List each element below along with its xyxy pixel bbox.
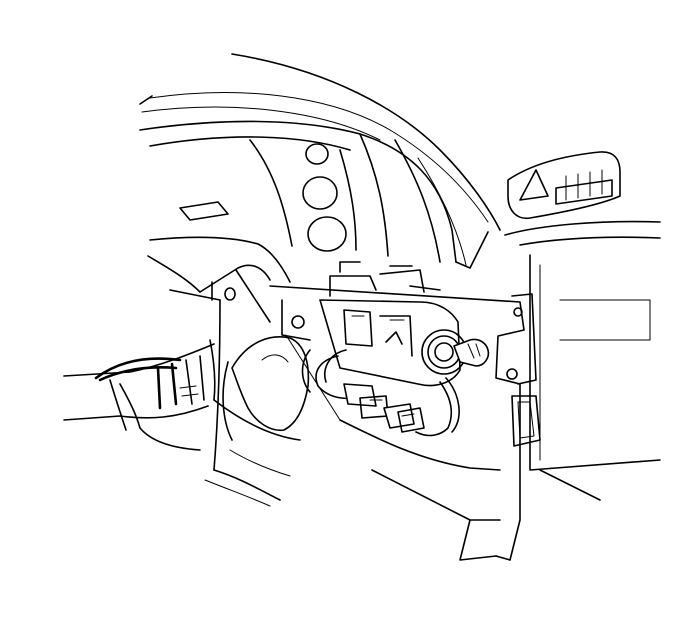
lower-dash-trim [147,201,291,507]
wiring-harness [301,349,460,437]
left-wiring-bundle [63,339,216,451]
steering-column-bracket [269,285,537,561]
instrument-cluster-hood [139,120,489,269]
hazard-icon [519,169,549,201]
ignition-key [453,338,490,367]
side-vent-slot [511,395,541,447]
gauge-openings [302,143,347,252]
center-dash-panel [504,220,661,501]
steering-column-shroud [222,336,310,441]
hazard-switch-vent [507,151,621,220]
ignition-lock-housing [319,261,467,387]
electrical-connectors [343,383,425,433]
windshield-cowl-lines [139,53,501,231]
knee-bolster-outline [213,399,301,477]
